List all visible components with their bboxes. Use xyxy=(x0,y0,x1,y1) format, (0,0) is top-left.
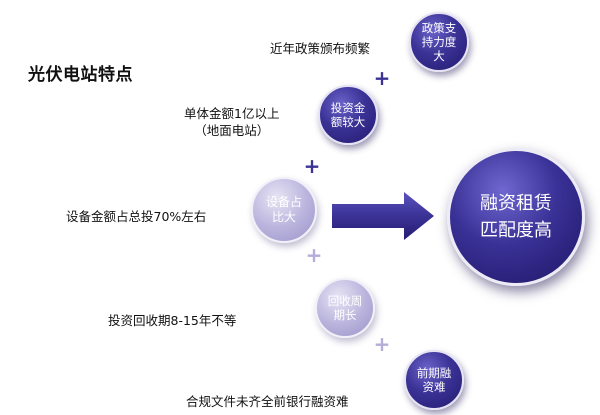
plus-icon: + xyxy=(373,66,391,90)
bubble-policy-line: 持力度 xyxy=(421,35,457,49)
bubble-investment-line: 投资金 xyxy=(330,101,366,115)
bubble-equipment: 设备占 比大 xyxy=(251,177,317,243)
plus-icon: + xyxy=(373,332,391,356)
bubble-payback: 回收周 期长 xyxy=(315,278,375,338)
result-bubble: 融资租赁 匹配度高 xyxy=(447,148,585,286)
factor-label-investment-line: （地面电站） xyxy=(194,123,270,138)
factor-label-investment-line: 单体金额1亿以上 xyxy=(184,106,280,121)
result-line: 融资租赁 xyxy=(480,193,552,214)
factor-label-early-financing: 合规文件未齐全前银行融资难 xyxy=(186,394,349,409)
bubble-equipment-line: 设备占 xyxy=(265,195,302,209)
bubble-early-financing-line: 前期融 xyxy=(416,366,452,380)
right-arrow-icon xyxy=(332,192,434,240)
factor-label-policy: 近年政策颁布频繁 xyxy=(270,41,371,56)
bubble-policy: 政策支 持力度 大 xyxy=(409,12,469,72)
factor-label-payback: 投资回收期8-15年不等 xyxy=(108,313,237,328)
bubble-equipment-line: 比大 xyxy=(271,210,296,224)
bubble-policy-line: 政策支 xyxy=(421,21,457,35)
result-line: 匹配度高 xyxy=(480,220,552,241)
bubble-payback-line: 期长 xyxy=(333,308,357,322)
bubble-payback-line: 回收周 xyxy=(327,294,363,308)
bubble-early-financing: 前期融 资难 xyxy=(404,350,464,410)
bubble-policy-line: 大 xyxy=(433,49,445,63)
factor-label-investment: 单体金额1亿以上 （地面电站） xyxy=(184,105,279,139)
factor-label-equipment: 设备金额占总投70%左右 xyxy=(66,209,207,224)
plus-icon: + xyxy=(303,154,321,178)
page-title: 光伏电站特点 xyxy=(28,65,133,85)
plus-icon: + xyxy=(305,243,323,267)
bubble-investment: 投资金 额较大 xyxy=(318,85,378,145)
bubble-early-financing-line: 资难 xyxy=(422,380,446,394)
bubble-investment-line: 额较大 xyxy=(330,115,366,129)
